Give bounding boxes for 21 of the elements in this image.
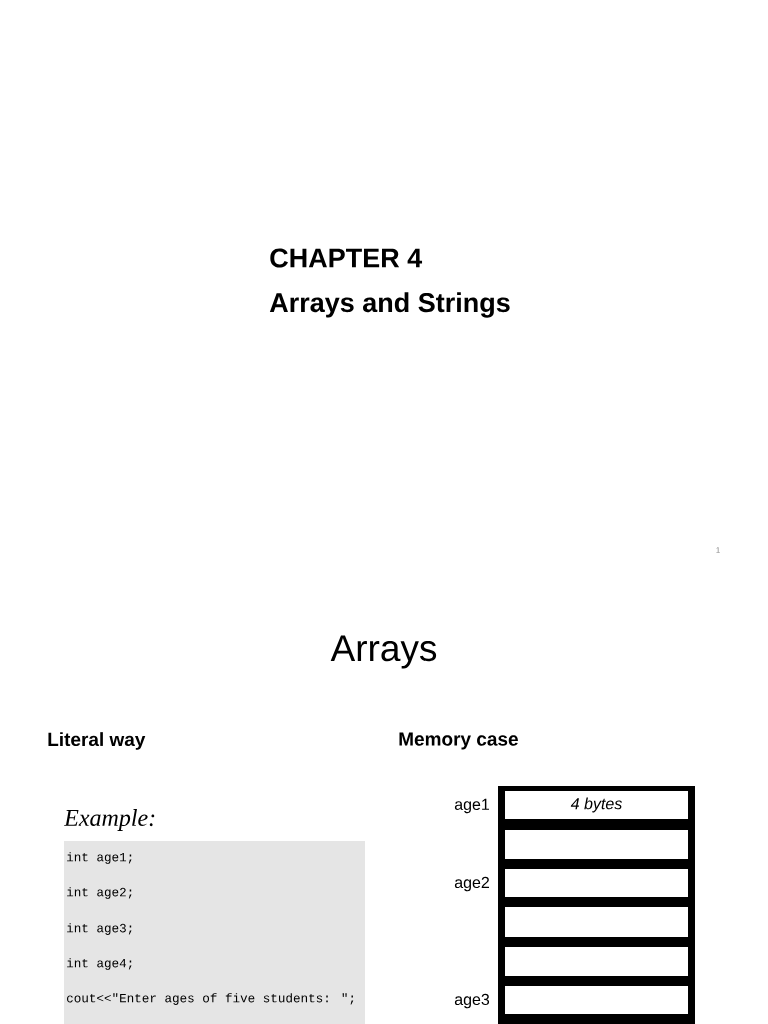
code-line: cout<<"Enter ages of five students: "; xyxy=(67,993,354,1005)
column-heading: Literal way xyxy=(48,732,146,750)
example-heading: Example: xyxy=(63,809,155,831)
slide-title: Arrays xyxy=(330,635,437,669)
memory-cell xyxy=(505,907,688,937)
memory-label: age1 xyxy=(454,798,489,814)
memory-cell xyxy=(505,986,688,1014)
memory-cell xyxy=(505,947,688,976)
code-line: int age4; xyxy=(67,958,132,970)
code-line: int age1; xyxy=(67,852,132,864)
page-number: 1 xyxy=(716,547,720,553)
memory-cell xyxy=(505,869,688,897)
chapter-heading: CHAPTER 4 xyxy=(270,248,423,268)
code-line: int age2; xyxy=(67,887,132,899)
memory-cell: 4 bytes xyxy=(505,791,688,819)
chapter-title: Arrays and Strings xyxy=(269,292,510,318)
column-heading: Memory case xyxy=(399,732,518,750)
memory-cell xyxy=(505,830,688,859)
code-line: int age3; xyxy=(67,923,132,935)
memory-label: age3 xyxy=(454,993,490,1009)
memory-label: age2 xyxy=(454,876,489,892)
